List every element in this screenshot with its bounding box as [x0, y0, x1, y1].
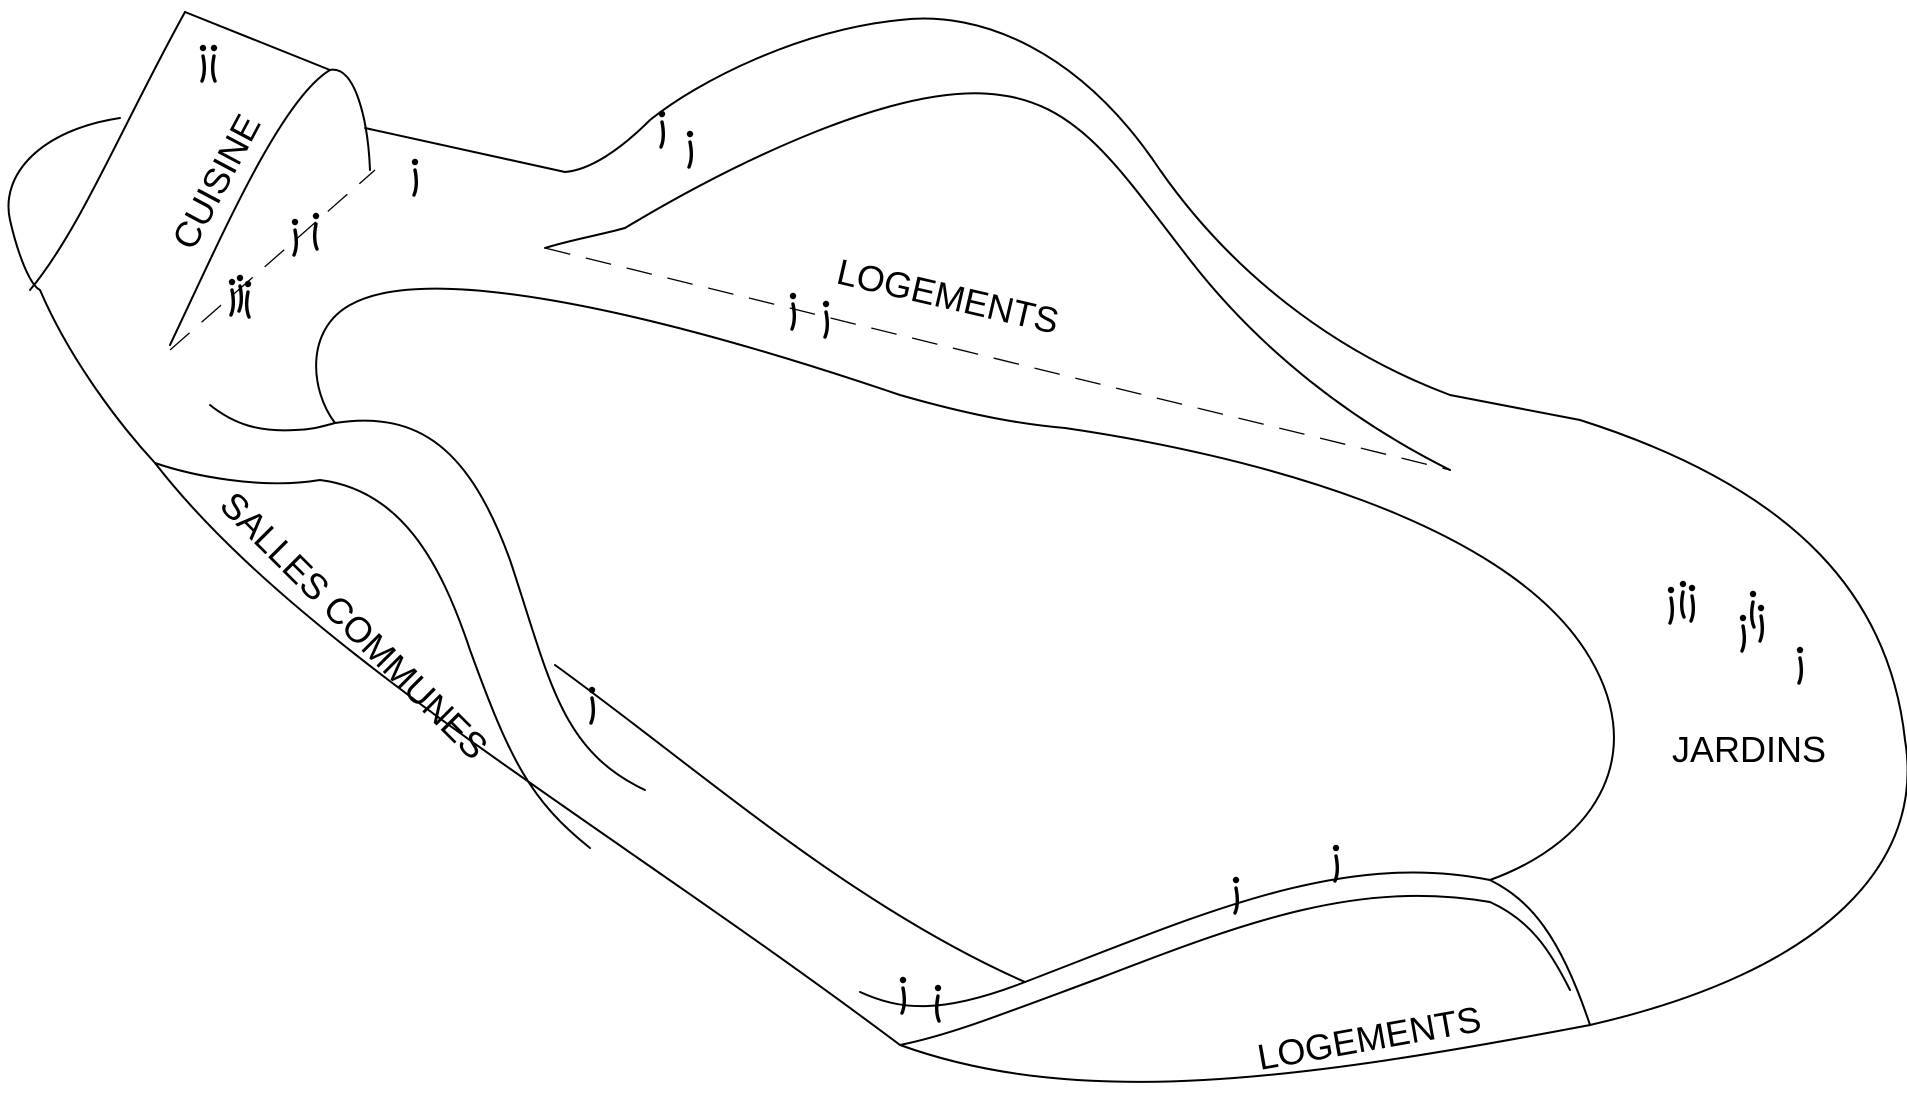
- person-figure-icon: [821, 299, 831, 339]
- common-rooms-fold-top: [209, 404, 646, 791]
- inner-loop-bottom-left: [554, 664, 1026, 983]
- upper-band-dashed-fold: [544, 247, 1451, 471]
- logements-bottom-label: LOGEMENTS: [1254, 998, 1484, 1078]
- person-figure-icon: [898, 975, 908, 1015]
- person-figure-icon: [933, 983, 943, 1023]
- person-figure-icon: [788, 291, 798, 331]
- person-figure-icon: [198, 43, 208, 83]
- kitchen-dashed-fold: [169, 169, 376, 351]
- person-figure-icon: [311, 211, 321, 251]
- person-figure-icon: [410, 157, 420, 197]
- person-figure-icon: [1756, 603, 1766, 643]
- jardins-label: JARDINS: [1672, 729, 1826, 770]
- diagram-labels: CUISINE LOGEMENTS SALLES COMMUNES JARDIN…: [164, 108, 1826, 1078]
- person-figure-icon: [1231, 875, 1241, 915]
- salles-communes-label: SALLES COMMUNES: [212, 484, 496, 768]
- person-figure-icon: [1748, 589, 1758, 629]
- person-figures: [198, 43, 1805, 1023]
- outer-boundary-line: [7, 17, 1907, 1083]
- person-figure-icon: [227, 277, 237, 317]
- upper-band-inner-line: [544, 92, 1451, 471]
- kitchen-fold-back-curve: [169, 68, 371, 346]
- person-figure-icon: [290, 217, 300, 257]
- person-figure-icon: [1678, 579, 1688, 619]
- person-figure-icon: [685, 129, 695, 169]
- person-figure-icon: [243, 279, 253, 319]
- person-figure-icon: [209, 43, 219, 83]
- ribbon-outlines: [7, 11, 1907, 1083]
- kitchen-fold-front-edge: [29, 11, 186, 291]
- kitchen-fold-top-edge: [184, 11, 331, 71]
- person-figure-icon: [1687, 583, 1697, 623]
- person-figure-icon: [235, 273, 245, 313]
- person-figure-icon: [657, 109, 667, 149]
- person-figure-icon: [1795, 645, 1805, 685]
- logements-top-label: LOGEMENTS: [833, 251, 1062, 342]
- common-rooms-fold-bottom: [154, 462, 591, 849]
- person-figure-icon: [1331, 843, 1341, 883]
- lower-band-upper-line: [859, 871, 1591, 1026]
- upper-band-lower-line: [315, 287, 1615, 881]
- person-figure-icon: [1666, 585, 1676, 625]
- lower-band-lower-line: [899, 894, 1571, 1046]
- cuisine-label: CUISINE: [164, 108, 269, 256]
- person-figure-icon: [587, 685, 597, 725]
- person-figure-icon: [1738, 613, 1748, 653]
